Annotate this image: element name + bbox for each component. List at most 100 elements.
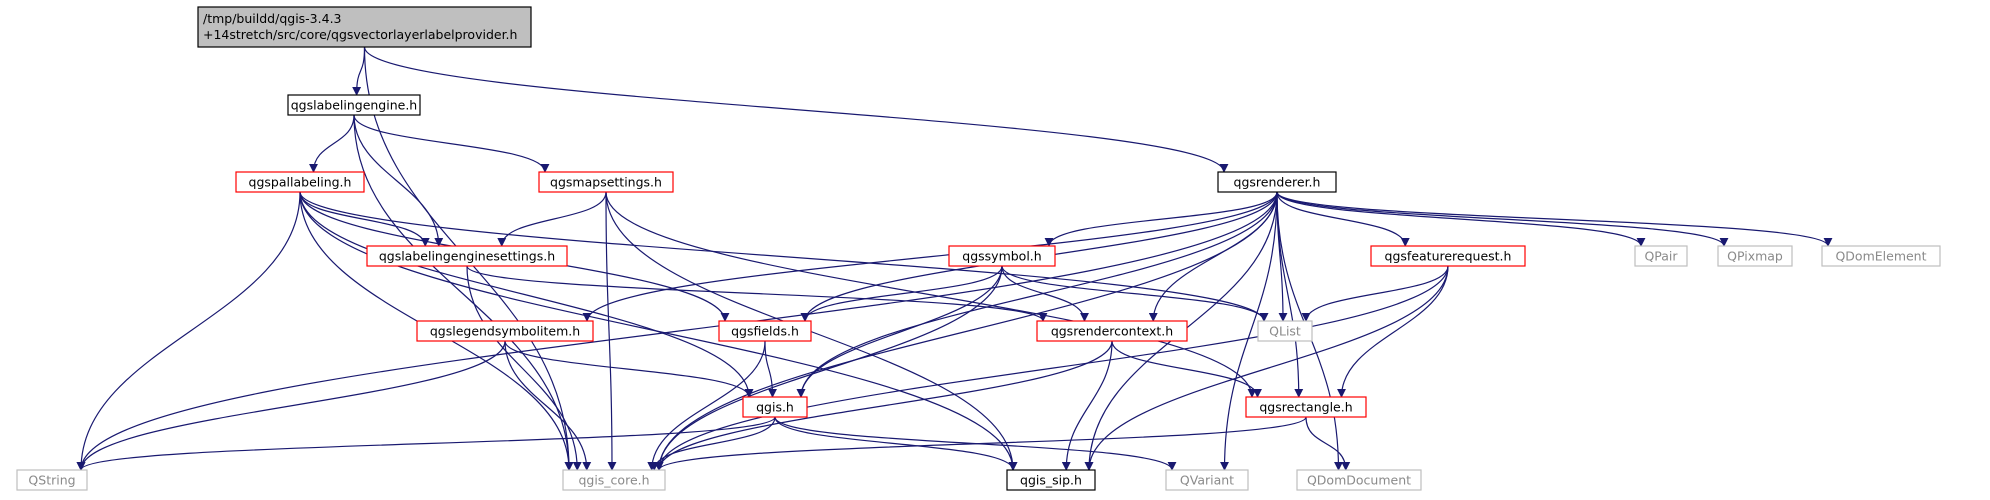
edge-symbol-to-qlist — [1001, 265, 1269, 322]
node-label: qgsrenderer.h — [1234, 175, 1321, 190]
edge-renderer-to-rectangle — [1276, 191, 1304, 398]
edge — [1337, 265, 1449, 398]
edge — [1276, 191, 1304, 398]
edge-symbol-to-qgis — [796, 265, 1003, 398]
edge-legendsymbolitem-to-qgis — [504, 340, 754, 398]
node-box — [416, 320, 594, 342]
node-sip[interactable]: qgis_sip.h — [1006, 469, 1096, 491]
node-qstring: QString — [16, 469, 88, 491]
edge-featurerequest-to-core — [654, 265, 1449, 471]
node-label: QString — [28, 473, 75, 488]
node-label: +14stretch/src/core/qgsvectorlayerlabelp… — [203, 27, 517, 42]
node-label: qgslegendsymbolitem.h — [430, 324, 580, 339]
node-box — [1036, 320, 1188, 342]
node-label: QDomElement — [1835, 249, 1926, 264]
node-mapsettings[interactable]: qgsmapsettings.h — [538, 171, 674, 193]
node-featurerequest[interactable]: qgsfeaturerequest.h — [1370, 245, 1526, 267]
edge — [76, 191, 301, 471]
node-legendsymbolitem[interactable]: qgslegendsymbolitem.h — [416, 320, 594, 342]
edge-fields-to-qgis — [764, 340, 777, 398]
node-engsettings[interactable]: qgslabelingenginesettings.h — [366, 245, 568, 267]
node-rectangle[interactable]: qgsrectangle.h — [1245, 396, 1367, 418]
edge-labelingengine-to-mapsettings — [353, 114, 550, 173]
edge-root-to-renderer — [363, 46, 1229, 173]
edge — [309, 114, 355, 173]
edge — [605, 191, 1257, 398]
edge-qgis-to-sip — [774, 416, 1018, 471]
node-label: qgis_core.h — [578, 473, 649, 488]
node-pallabeling[interactable]: qgspallabeling.h — [235, 171, 365, 193]
node-qgis[interactable]: qgis.h — [742, 396, 808, 418]
edge — [654, 416, 1307, 471]
edge — [1301, 265, 1449, 322]
node-label: QPixmap — [1727, 249, 1783, 264]
edge — [299, 191, 430, 247]
node-qpixmap: QPixmap — [1717, 245, 1793, 267]
edge-rendercontext-to-sip — [1061, 340, 1113, 471]
edge-rectangle-to-core — [654, 416, 1307, 471]
node-label: qgsfields.h — [731, 324, 799, 339]
node-qdomdocument: QDomDocument — [1296, 469, 1422, 491]
node-label: qgspallabeling.h — [249, 175, 352, 190]
node-box — [16, 469, 88, 491]
node-qpair: QPair — [1634, 245, 1688, 267]
edge — [1001, 265, 1089, 322]
node-label: /tmp/buildd/qgis-3.4.3 — [203, 11, 342, 26]
node-qlist: QList — [1257, 320, 1313, 342]
edge — [1061, 340, 1113, 471]
node-label: QDomDocument — [1307, 473, 1411, 488]
node-box — [1245, 396, 1367, 418]
node-symbol[interactable]: qgssymbol.h — [948, 245, 1056, 267]
edge-root-to-labelingengine — [352, 46, 366, 96]
edge — [582, 191, 1278, 322]
edge-renderer-to-featurerequest — [1276, 191, 1410, 247]
edge-mapsettings-to-core — [605, 191, 617, 471]
edge — [76, 340, 506, 471]
node-qdomelement: QDomElement — [1821, 245, 1941, 267]
node-box — [718, 320, 812, 342]
node-fields[interactable]: qgsfields.h — [718, 320, 812, 342]
edge-rectangle-to-qdomdocument — [1305, 416, 1351, 471]
node-renderer[interactable]: qgsrenderer.h — [1217, 171, 1337, 193]
edge-renderer-to-qgis — [796, 191, 1278, 398]
edge — [796, 191, 1278, 398]
node-box — [1006, 469, 1096, 491]
node-rendercontext[interactable]: qgsrendercontext.h — [1036, 320, 1188, 342]
node-root[interactable]: /tmp/buildd/qgis-3.4.3+14stretch/src/cor… — [197, 6, 532, 48]
edge-rendercontext-to-rectangle — [1111, 340, 1262, 398]
edge — [1276, 191, 1833, 247]
node-box — [1634, 245, 1688, 267]
edge — [1220, 191, 1278, 471]
node-box — [287, 94, 421, 116]
node-label: qgsrendercontext.h — [1051, 324, 1173, 339]
edge-featurerequest-to-rectangle — [1337, 265, 1449, 398]
edge — [774, 416, 1018, 471]
node-labelingengine[interactable]: qgslabelingengine.h — [287, 94, 421, 116]
node-box — [742, 396, 808, 418]
node-label: QPair — [1644, 249, 1678, 264]
edge-engsettings-to-rendercontext — [466, 265, 1048, 322]
node-qvariant: QVariant — [1165, 469, 1249, 491]
node-label: qgssymbol.h — [962, 249, 1041, 264]
edge-qgis-to-qstring — [76, 416, 776, 471]
edge-symbol-to-fields — [800, 265, 1003, 322]
edge-symbol-to-rendercontext — [1001, 265, 1089, 322]
edge-renderer-to-qpixmap — [1276, 191, 1729, 247]
node-label: QVariant — [1180, 473, 1234, 488]
node-box — [1165, 469, 1249, 491]
edge — [353, 114, 550, 173]
edge-renderer-to-qpair — [1276, 191, 1646, 247]
edge — [1084, 265, 1449, 471]
edge — [796, 265, 1003, 398]
node-label: qgsfeaturerequest.h — [1385, 249, 1512, 264]
edge — [1276, 191, 1729, 247]
edge — [299, 191, 754, 398]
edge — [1111, 340, 1262, 398]
node-label: QList — [1269, 324, 1301, 339]
edge-mapsettings-to-rectangle — [605, 191, 1257, 398]
node-core: qgis_core.h — [562, 469, 666, 491]
node-box — [1257, 320, 1313, 342]
node-box — [235, 171, 365, 193]
edge — [1305, 416, 1351, 471]
edge-renderer-to-legendsymbolitem — [582, 191, 1278, 322]
